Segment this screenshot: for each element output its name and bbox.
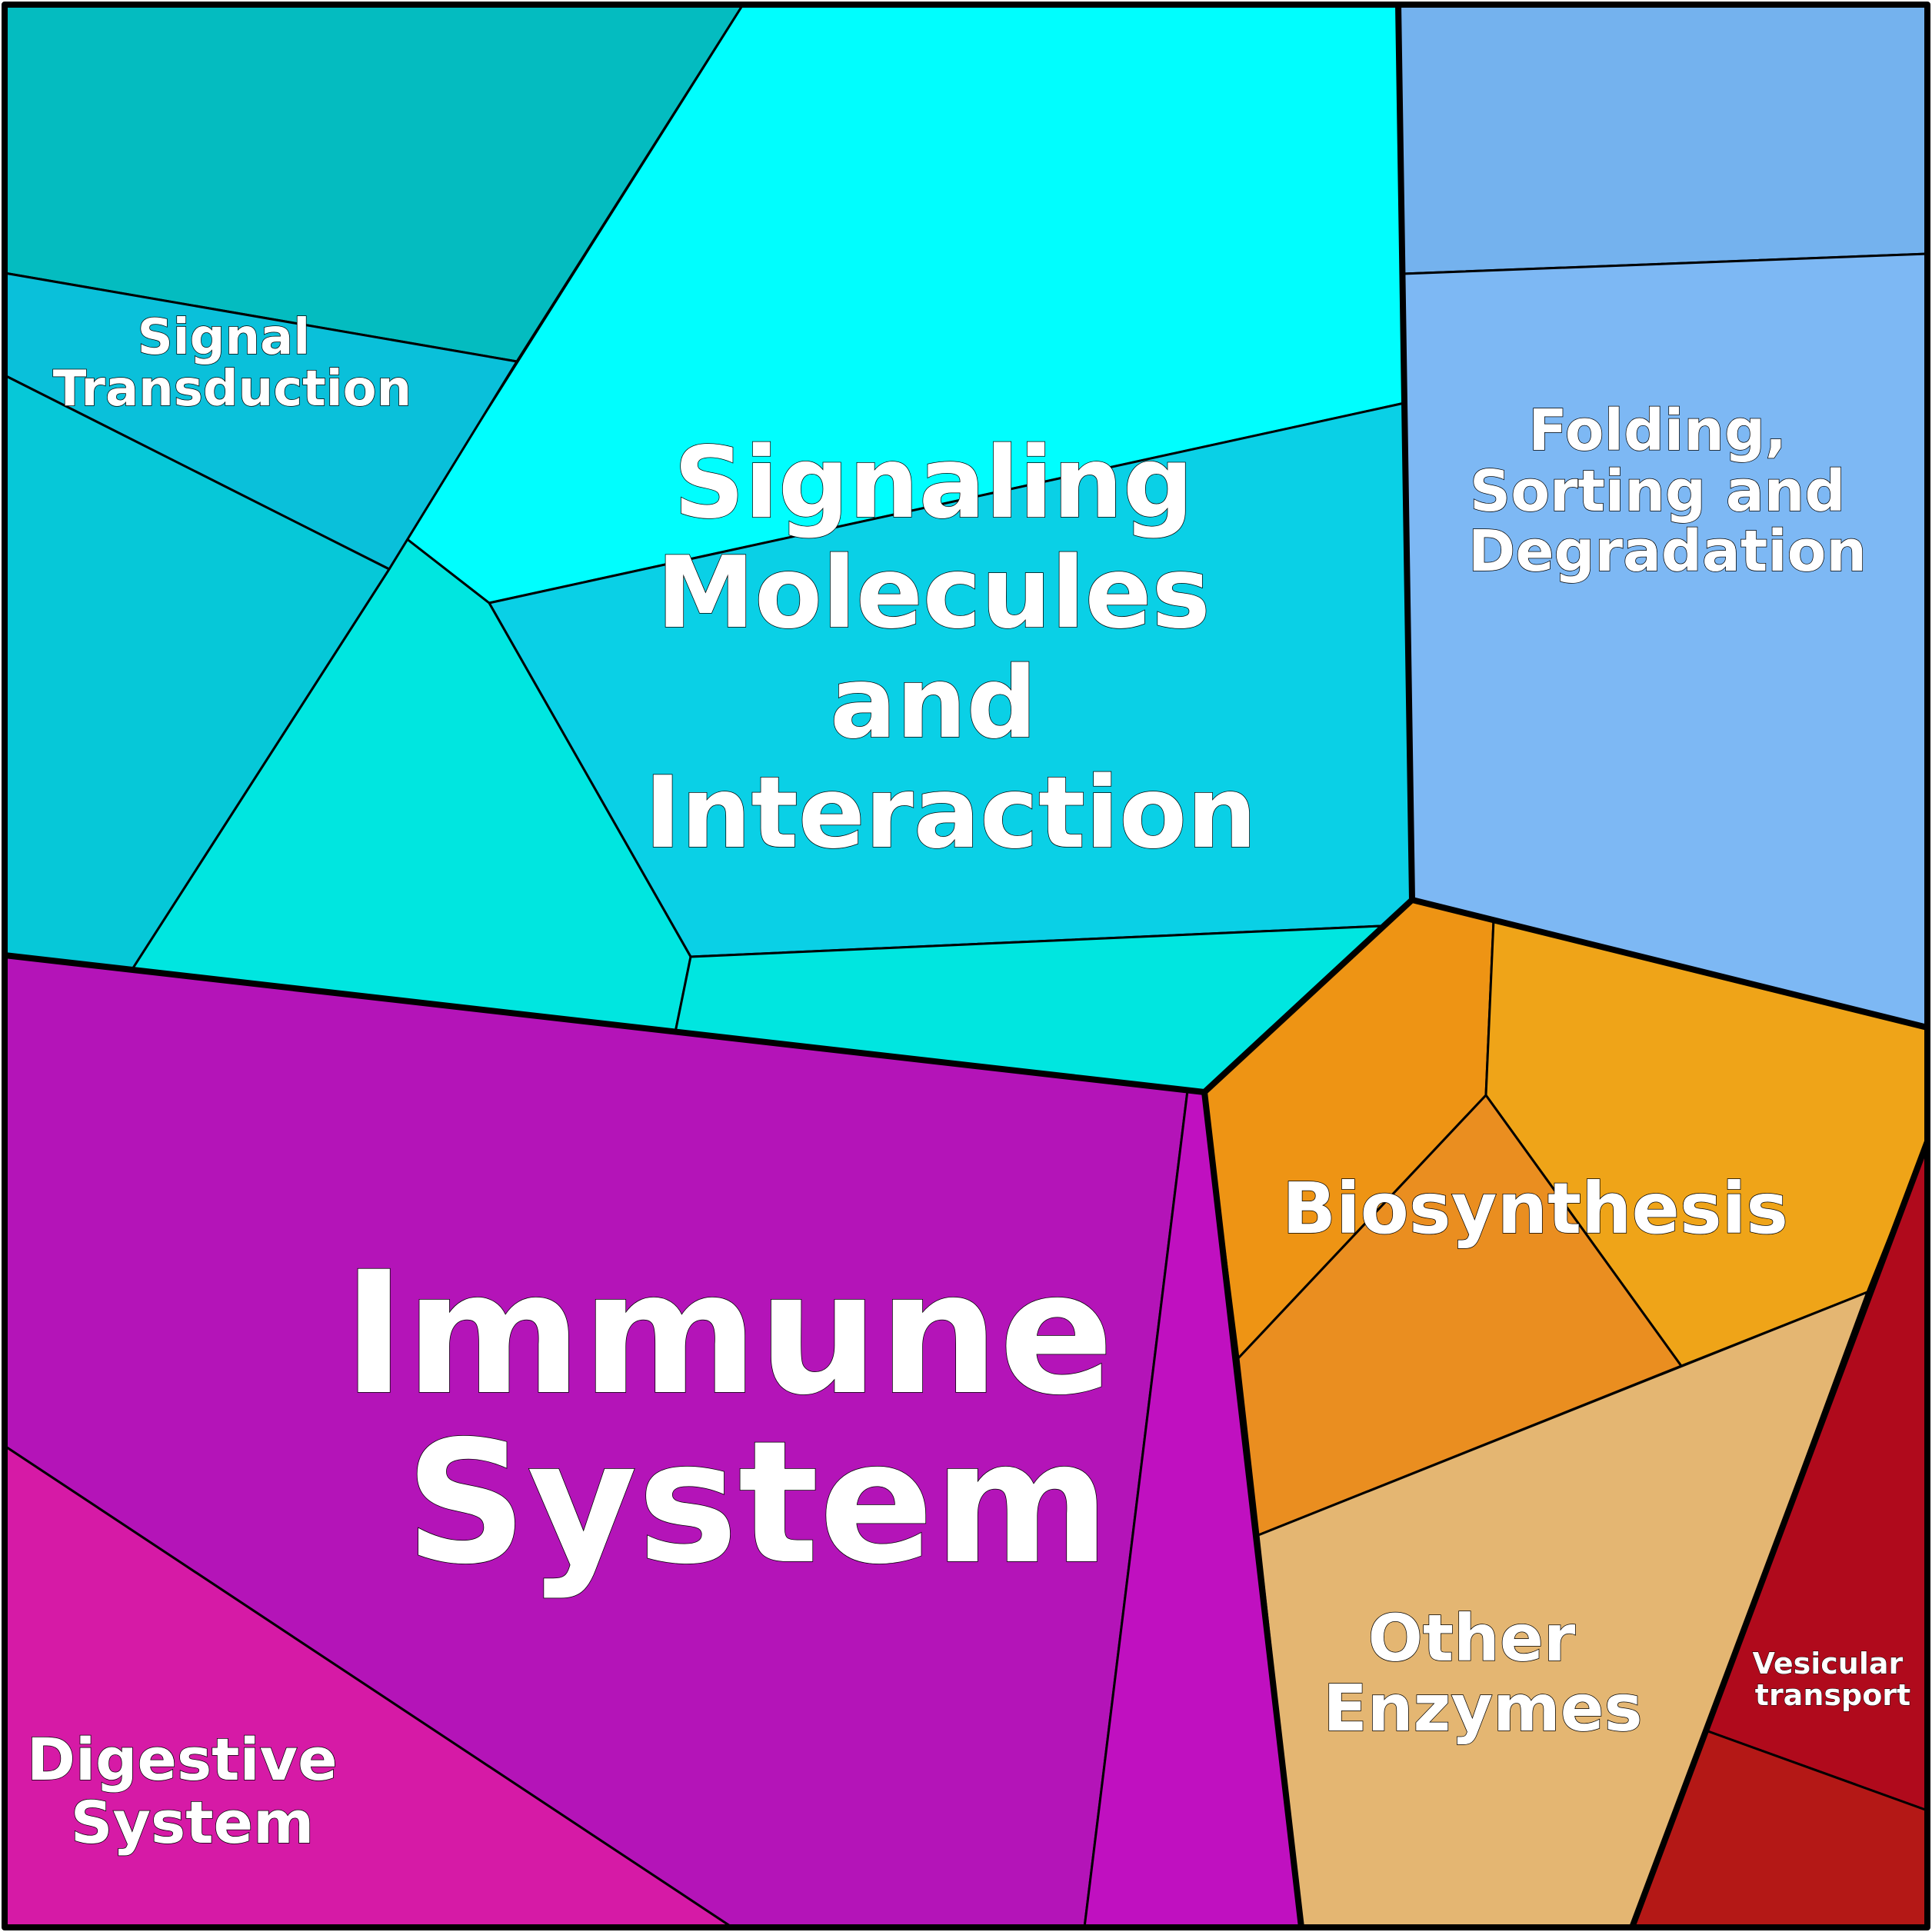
label-biosynthesis-line-1: Biosynthesis (1282, 1168, 1788, 1250)
region-biosynthesis (1203, 898, 1929, 1537)
border-folding-biosynthesis (1409, 897, 1930, 1031)
border-signaling-immune (2, 2, 1415, 1095)
label-other-enzymes: Other Enzymes (1323, 1601, 1642, 1746)
label-folding-line-1: Folding, (1528, 398, 1787, 464)
border-vesicular (1629, 1138, 1930, 1930)
label-vesicular-line-2: transport (1755, 1678, 1910, 1712)
label-signaling-line-2: Molecules (657, 536, 1211, 651)
region-vesicular-transport (1631, 1140, 1929, 1929)
label-immune-system: Immune System (342, 1235, 1172, 1601)
label-folding-sorting-degradation: Folding, Sorting and Degradation (1468, 398, 1867, 585)
label-immune-line-1: Immune (342, 1235, 1114, 1432)
label-signal-transduction: Signal Transduction (53, 309, 411, 418)
label-folding-line-2: Sorting and (1470, 458, 1845, 525)
region-signal-transduction (3, 271, 518, 971)
label-vesicular-line-1: Vesicular (1753, 1647, 1904, 1681)
label-other-enzymes-line-1: Other (1367, 1601, 1575, 1676)
label-signaling-line-4: Interaction (645, 756, 1257, 871)
label-signal-transduction-line-1: Signal (138, 309, 311, 366)
cell-folding-main (1401, 252, 1929, 1029)
label-biosynthesis: Biosynthesis (1282, 1168, 1788, 1250)
labels: Signaling Molecules and Interaction Sign… (26, 308, 1914, 1857)
cell-folding-top (1397, 3, 1929, 275)
label-immune-line-2: System (405, 1404, 1110, 1601)
label-other-enzymes-line-2: Enzymes (1323, 1671, 1642, 1746)
label-signaling-line-3: and (830, 646, 1037, 761)
region-signaling-molecules (3, 3, 1414, 1094)
label-digestive-line-2: System (71, 1788, 315, 1857)
label-digestive-line-1: Digestive (27, 1725, 338, 1794)
label-vesicular-transport: Vesicular transport (1753, 1647, 1914, 1712)
label-folding-line-3: Degradation (1468, 518, 1867, 585)
label-digestive-system: Digestive System (27, 1725, 358, 1857)
label-signaling-line-1: Signaling (674, 426, 1194, 541)
label-signal-transduction-line-2: Transduction (53, 361, 411, 418)
label-signaling-molecules: Signaling Molecules and Interaction (645, 426, 1257, 871)
border-immune-biosynthesis (1201, 1089, 1304, 1930)
